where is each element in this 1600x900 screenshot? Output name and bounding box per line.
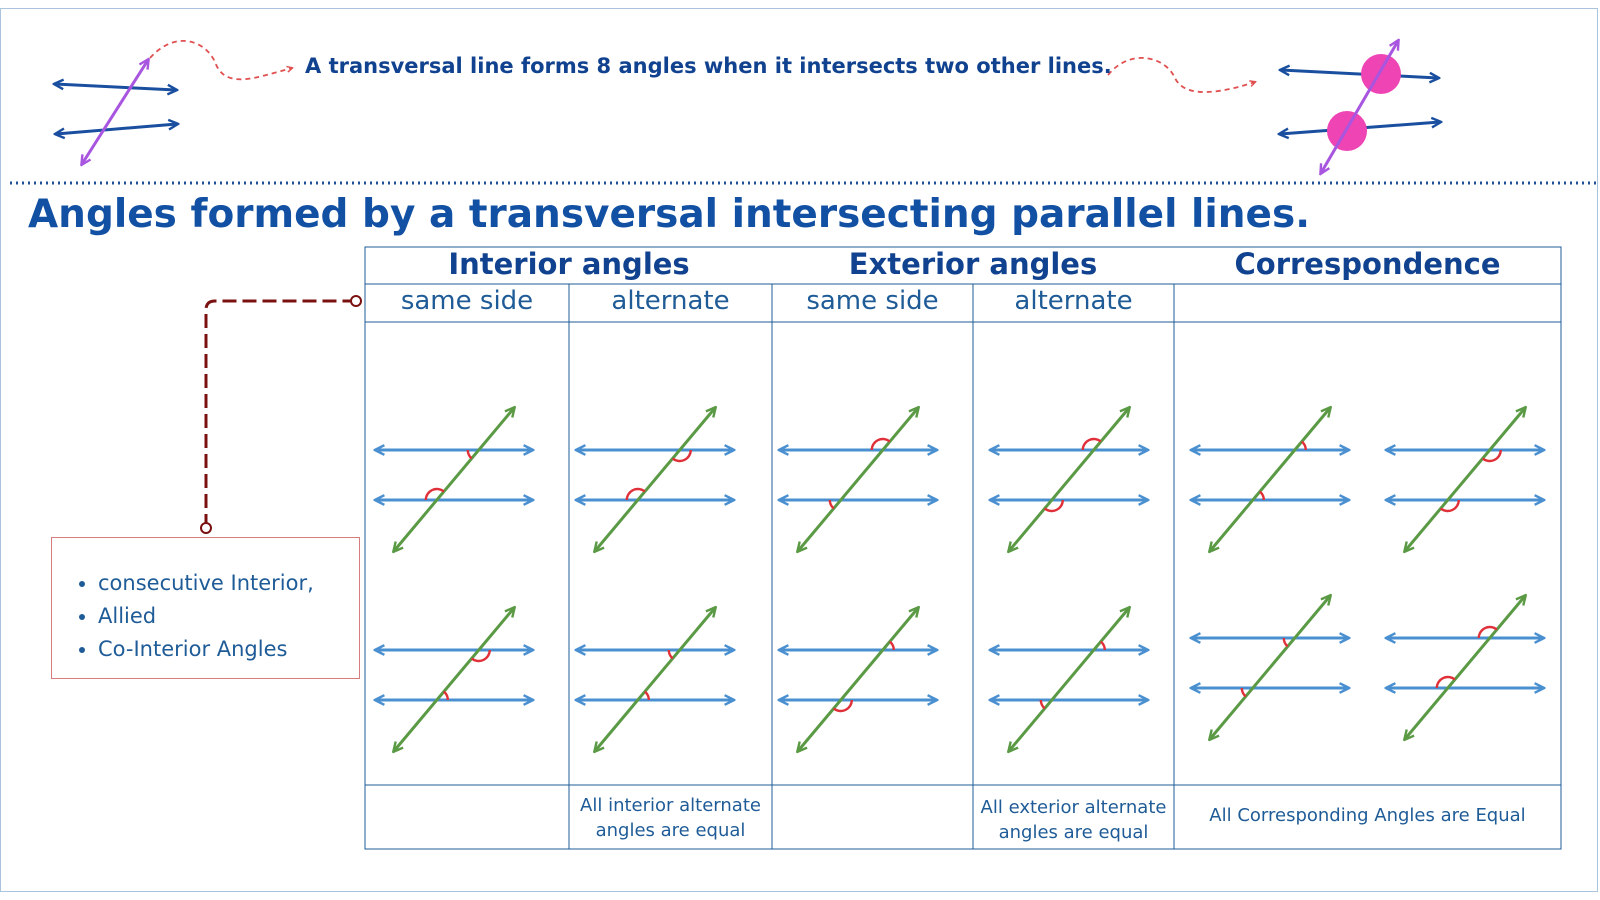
angle-arc xyxy=(1282,637,1289,648)
transversal-figure xyxy=(577,408,733,551)
note-item: consecutive Interior, xyxy=(98,567,314,600)
angle-arc xyxy=(832,699,853,713)
transversal-figure xyxy=(1192,596,1348,739)
angle-arc xyxy=(1043,499,1064,513)
subheader-interior-same-side: same side xyxy=(400,286,534,316)
intro-figure-left xyxy=(55,60,177,164)
header-interior-angles: Interior angles xyxy=(448,247,690,281)
transversal-line xyxy=(1405,408,1525,551)
transversal-figure xyxy=(780,608,936,751)
main-title: Angles formed by a transversal intersect… xyxy=(28,192,1311,237)
angle-figures xyxy=(376,408,1543,751)
angle-arc xyxy=(870,437,891,451)
footer-interior-alternate: All interior alternate angles are equal xyxy=(580,795,761,841)
transversal-line xyxy=(1009,608,1129,751)
subheader-exterior-alternate: alternate xyxy=(1014,286,1133,316)
transversal-figure xyxy=(991,408,1147,551)
angle-arc xyxy=(1300,440,1307,451)
angle-arc xyxy=(1259,490,1265,501)
note-connector xyxy=(204,299,351,528)
transversal-figure xyxy=(780,408,936,551)
angle-arc xyxy=(888,640,895,651)
header-correspondence: Correspondence xyxy=(1234,247,1501,281)
transversal-figure xyxy=(376,408,532,551)
angle-arc xyxy=(671,449,692,463)
subheader-exterior-same-side: same side xyxy=(806,286,939,316)
angle-arc xyxy=(1481,449,1502,463)
connector-end-icon xyxy=(350,295,362,307)
transversal-line xyxy=(798,608,918,751)
angle-arc xyxy=(443,690,449,701)
subheader-interior-alternate: alternate xyxy=(611,286,730,316)
angle-table-grid xyxy=(364,246,1562,850)
transversal-line xyxy=(394,408,514,551)
transversal-line xyxy=(1009,408,1129,551)
header-exterior-angles: Exterior angles xyxy=(848,247,1098,281)
footer-correspondence: All Corresponding Angles are Equal xyxy=(1209,805,1526,826)
top-caption: A transversal line forms 8 angles when i… xyxy=(305,54,1112,78)
angle-arc xyxy=(470,649,491,663)
angle-arc xyxy=(424,487,445,501)
dashed-arrow-left xyxy=(149,40,292,81)
angle-arc xyxy=(667,649,674,660)
angle-arc xyxy=(1439,499,1460,513)
transversal-figure xyxy=(577,608,733,751)
angle-arc xyxy=(1099,640,1106,651)
angle-arc xyxy=(625,487,646,501)
angle-arc xyxy=(644,690,650,701)
transversal-line xyxy=(595,608,715,751)
transversal-line xyxy=(394,608,514,751)
note-list: consecutive Interior, Allied Co-Interior… xyxy=(52,567,314,666)
transversal-line xyxy=(1210,408,1330,551)
dashed-arrow-right xyxy=(1107,57,1255,93)
angle-arc xyxy=(1081,437,1102,451)
angle-arc xyxy=(1039,699,1046,710)
angle-arc xyxy=(828,499,835,510)
slide-frame xyxy=(0,8,1598,892)
transversal-line xyxy=(595,408,715,551)
note-box: consecutive Interior, Allied Co-Interior… xyxy=(51,537,360,679)
transversal-line xyxy=(1405,596,1525,739)
transversal-figure xyxy=(991,608,1147,751)
angle-arc xyxy=(1477,625,1498,639)
transversal-figure xyxy=(1387,408,1543,551)
transversal-figure xyxy=(376,608,532,751)
transversal-line xyxy=(1210,596,1330,739)
transversal-figure xyxy=(1192,408,1348,551)
angle-arc xyxy=(1435,675,1456,689)
note-item: Allied xyxy=(98,600,314,633)
transversal-figure xyxy=(1387,596,1543,739)
note-item: Co-Interior Angles xyxy=(98,633,314,666)
angle-arc xyxy=(1240,687,1247,698)
intro-figure-right xyxy=(1280,41,1440,173)
footer-exterior-alternate: All exterior alternate angles are equal xyxy=(980,797,1167,843)
highlight-dot-icon xyxy=(1361,54,1401,94)
transversal-line xyxy=(798,408,918,551)
connector-end-icon xyxy=(200,522,212,534)
angle-arc xyxy=(466,449,473,460)
